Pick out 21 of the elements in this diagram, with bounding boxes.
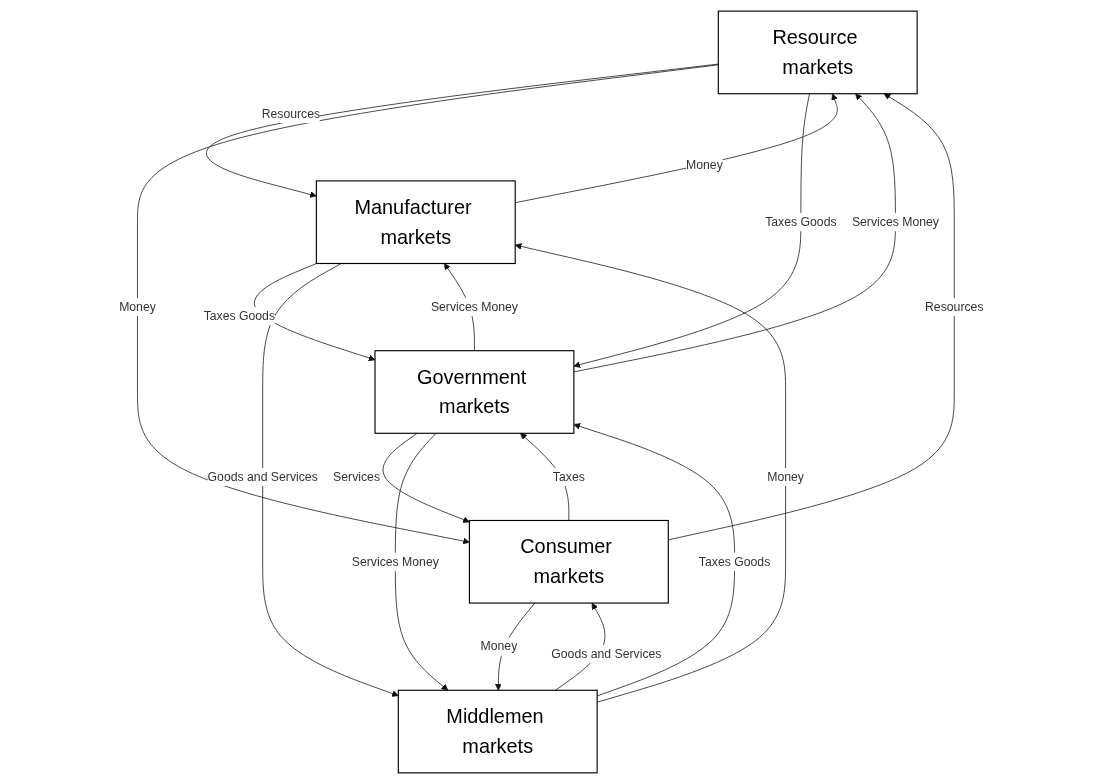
edge-label: Goods and Services xyxy=(550,647,662,661)
edge-label: Taxes xyxy=(552,470,585,483)
edge-label: Services xyxy=(332,470,380,483)
edge-label: Services Money xyxy=(351,554,439,568)
edge-label: Taxes Goods xyxy=(698,554,770,568)
node-box: Consumer markets xyxy=(468,519,669,604)
node-box: Government markets xyxy=(374,350,575,434)
node-box: Middlemen markets xyxy=(397,689,598,774)
edge-label: Services Money xyxy=(430,300,518,314)
edge-label: Taxes Goods xyxy=(764,215,837,229)
edge-label: Goods and Services xyxy=(207,470,318,483)
node-box: Manufacturer markets xyxy=(315,180,516,265)
edge-label: Money xyxy=(766,470,804,483)
edge-label: Services Money xyxy=(851,215,939,229)
edge-label: Resources xyxy=(924,300,984,314)
edge-label: Money xyxy=(118,300,156,314)
edge-label: Resources xyxy=(261,107,320,121)
edge-label: Taxes Goods xyxy=(203,309,275,323)
node-box: Resource markets xyxy=(717,10,918,95)
edge-label: Money xyxy=(685,158,723,172)
edge-label: Money xyxy=(480,639,517,653)
